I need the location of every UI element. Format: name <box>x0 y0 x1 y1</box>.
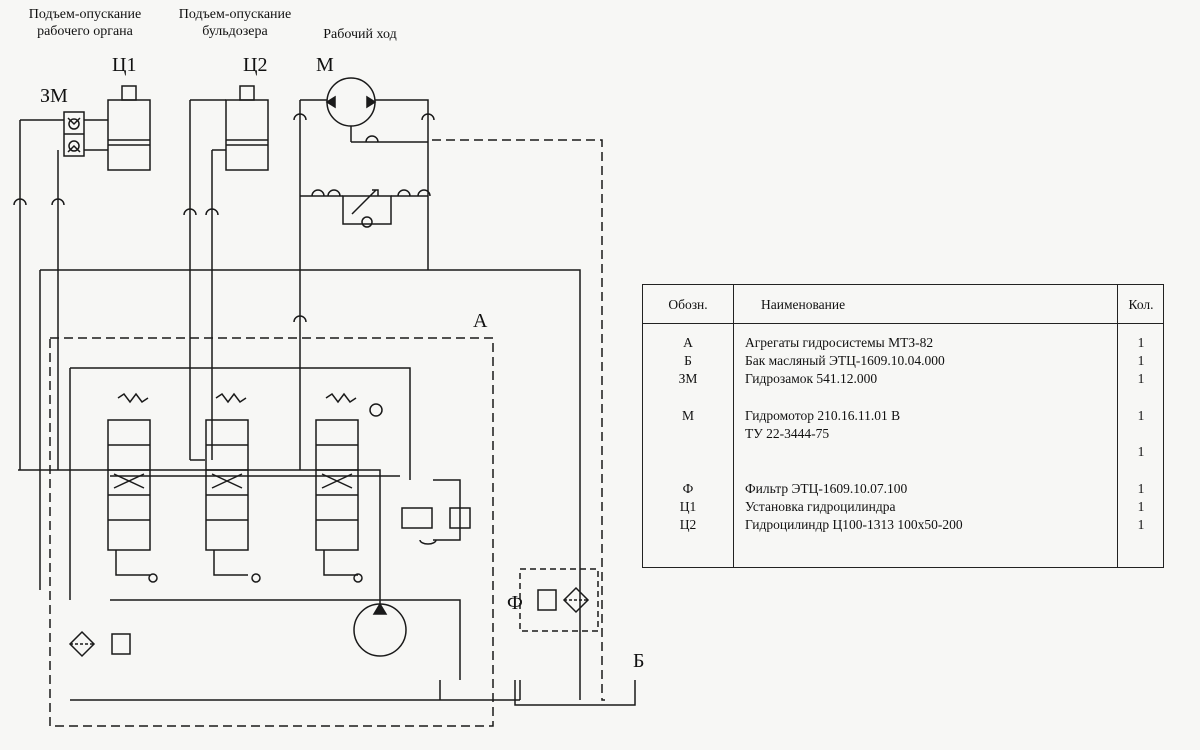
cell-name: Гидроцилиндр Ц100-1313 100х50-200 <box>745 517 963 532</box>
distributor-section-3 <box>315 392 363 583</box>
cell-qty: 1 <box>1137 517 1145 532</box>
cell-name: Агрегаты гидросистемы МТЗ-82 <box>745 335 934 350</box>
filter-a <box>68 630 131 658</box>
label-zm: ЗМ <box>40 85 68 107</box>
label-f: Ф <box>507 592 523 614</box>
label-c1: Ц1 <box>112 54 137 76</box>
relief-valves <box>401 507 471 545</box>
cell-name: Фильтр ЭТЦ-1609.10.07.100 <box>745 480 908 496</box>
throttle-valve <box>342 189 392 228</box>
cell-name: Установка гидроцилиндра <box>745 498 896 514</box>
spec-table: Обозн. Наименование Кол. А Агрегаты гидро… <box>642 284 1164 568</box>
cylinder-c1 <box>107 85 151 171</box>
label-a: А <box>473 310 488 332</box>
cell-name: Гидрозамок 541.12.000 <box>745 371 878 387</box>
table-row: М Гидромотор 210.16.11.01 В 1 <box>643 408 1163 426</box>
table-row <box>643 462 1163 480</box>
cylinder-c2 <box>225 85 269 171</box>
cell-qty: 1 <box>1137 480 1145 496</box>
cell-code: Б <box>684 353 692 369</box>
drain-line <box>432 139 605 701</box>
line-crossings <box>13 113 435 323</box>
cell-code: М <box>681 407 694 423</box>
table-row: Ц2 Гидроцилиндр Ц100-1313 100х50-200 1 <box>643 517 1163 535</box>
table-row: ТУ 22-3444-75 <box>643 426 1163 444</box>
cell-qty: 1 <box>1137 335 1145 350</box>
caption-bulldozer: Подъем-опускание бульдозера <box>178 7 292 39</box>
hydromotor-m <box>325 77 377 142</box>
check-valve <box>369 403 383 417</box>
cell-qty: 1 <box>1137 444 1145 460</box>
header-qty: Кол. <box>1128 297 1154 312</box>
header-code: Обозн. <box>668 297 708 312</box>
caption-work-organ: Подъем-опускание рабочего органа <box>28 7 142 39</box>
tank-b <box>514 680 636 706</box>
table-row: Б Бак масляный ЭТЦ-1609.10.04.000 1 <box>643 353 1163 371</box>
pump <box>353 602 407 657</box>
cell-code: А <box>683 335 693 350</box>
cell-qty: 1 <box>1137 371 1145 387</box>
label-c2: Ц2 <box>243 54 268 76</box>
distributor-section-1 <box>107 392 158 583</box>
hydrolock-zm <box>63 111 85 157</box>
caption-work-stroke: Рабочий ход <box>323 27 397 42</box>
cell-qty: 1 <box>1137 353 1145 369</box>
cell-code: Ц1 <box>679 498 697 514</box>
header-name: Наименование <box>761 297 846 312</box>
label-m: М <box>316 54 334 76</box>
distributor-section-2 <box>205 392 261 583</box>
table-row: 1 <box>643 444 1163 462</box>
cell-qty: 1 <box>1137 498 1145 514</box>
hydraulic-schematic <box>13 77 636 727</box>
cell-name: ТУ 22-3444-75 <box>745 426 830 441</box>
filter-f <box>537 586 590 614</box>
cell-qty: 1 <box>1137 407 1145 423</box>
label-b: Б <box>633 650 645 672</box>
cell-name: Гидромотор 210.16.11.01 В <box>745 407 901 423</box>
table-row: Ф Фильтр ЭТЦ-1609.10.07.100 1 <box>643 481 1163 499</box>
cell-code: Ц2 <box>679 517 697 532</box>
table-row: А Агрегаты гидросистемы МТЗ-82 1 <box>643 335 1163 353</box>
cell-name: Бак масляный ЭТЦ-1609.10.04.000 <box>745 353 945 369</box>
table-row <box>643 390 1163 408</box>
table-row: ЗМ Гидрозамок 541.12.000 1 <box>643 371 1163 389</box>
assembly-a-boundary <box>49 337 494 727</box>
cell-code: Ф <box>682 480 694 496</box>
pipework <box>18 99 581 701</box>
table-row: Ц1 Установка гидроцилиндра 1 <box>643 499 1163 517</box>
cell-code: ЗМ <box>678 371 698 387</box>
